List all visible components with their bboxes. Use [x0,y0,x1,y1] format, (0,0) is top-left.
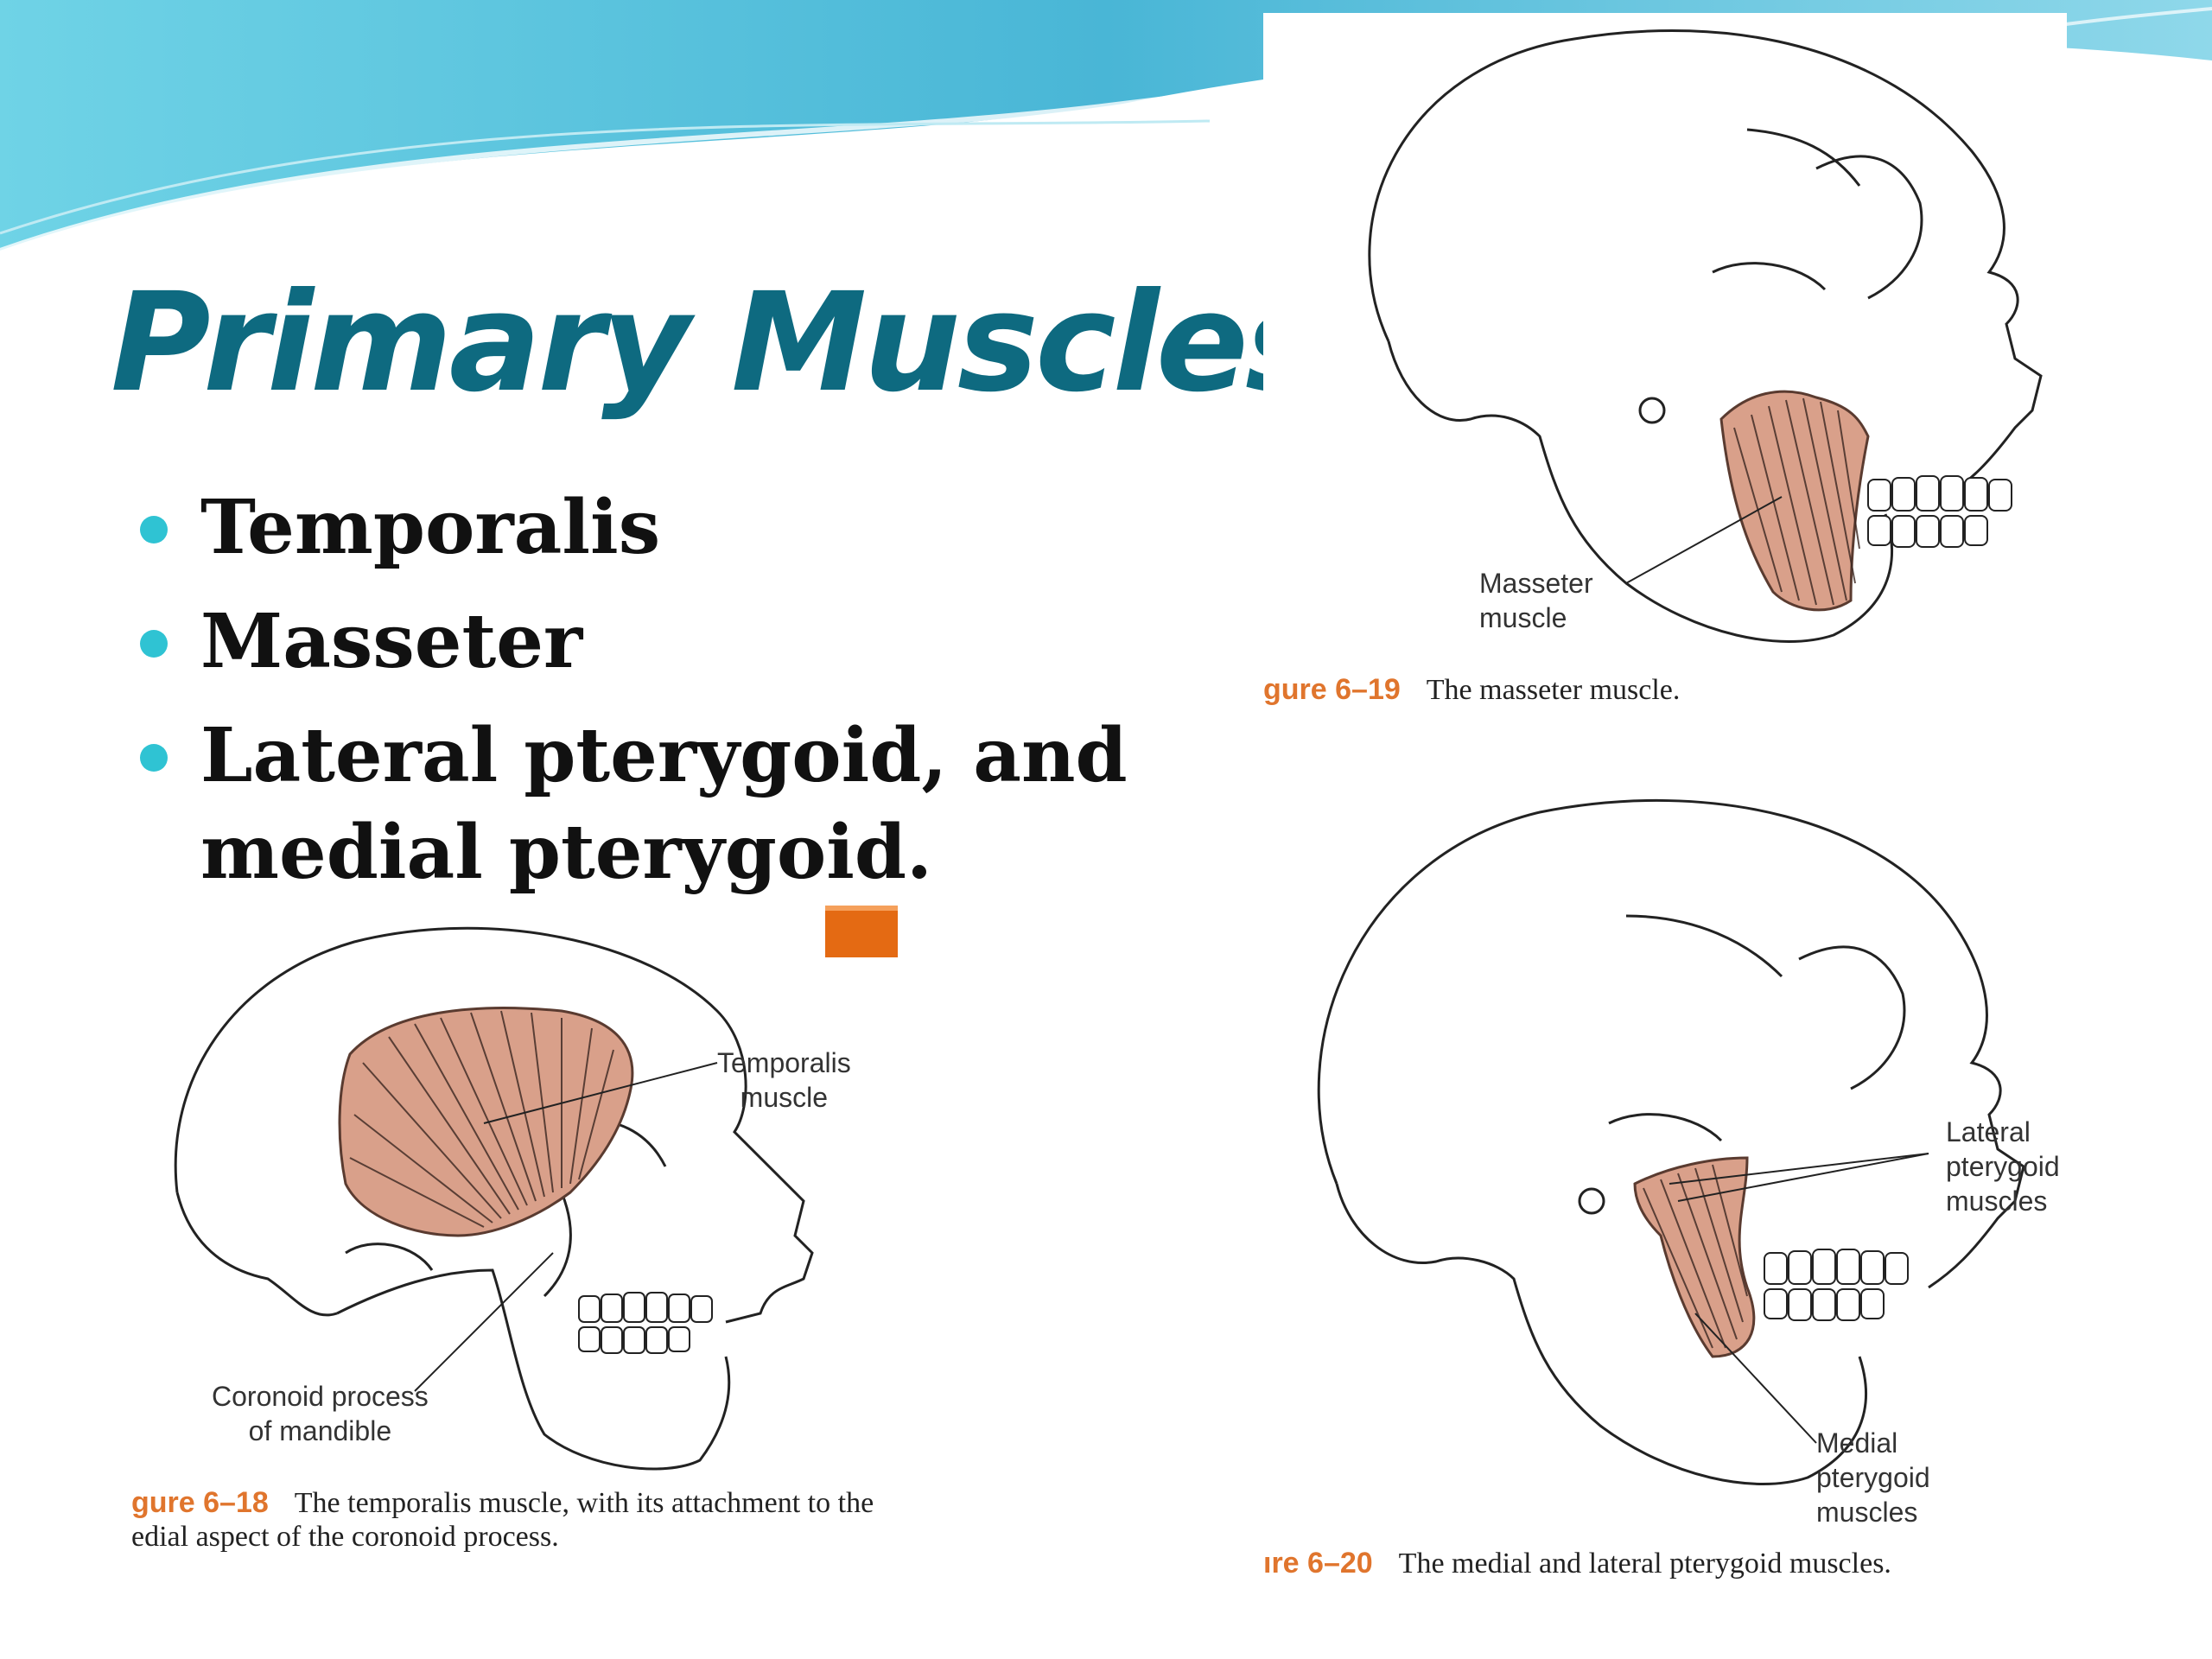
caption-figure-6-20: ıre 6–20 The medial and lateral pterygoid… [1263,1547,1891,1580]
figure-masseter: Masseter muscle gure 6–19 The masseter mu… [1263,13,2067,739]
figure-temporalis: Temporalis muscle Coronoid process of ma… [130,907,899,1564]
label-temporalis-muscle: Temporalis muscle [717,1047,851,1113]
bullet-text: Lateral pterygoid, and medial pterygoid. [200,712,1128,896]
caption-text: The medial and lateral pterygoid muscles… [1398,1548,1891,1580]
bullet-text: Masseter [200,598,583,685]
label-lateral-pterygoid: Lateral pterygoid muscles [1946,1116,2060,1217]
caption-number: ıre 6–20 [1263,1547,1373,1580]
bullet-dot-icon [140,744,168,772]
caption-line1: The temporalis muscle, with its attachme… [294,1487,874,1519]
bullet-item-temporalis: Temporalis [138,480,1210,576]
skull-temporalis-illustration [174,926,814,1471]
bullet-item-masseter: Masseter [138,594,1210,690]
orange-marker [825,906,898,957]
caption-figure-6-19: gure 6–19 The masseter muscle. [1263,673,1680,707]
figure-pterygoid: Lateral pterygoid muscles Medial pterygo… [1263,752,2080,1616]
bullet-dot-icon [140,630,168,658]
bullet-text: Temporalis [200,484,661,571]
label-masseter-muscle: Masseter muscle [1479,568,1593,633]
skull-masseter-illustration [1368,29,2043,643]
bullet-list: Temporalis Masseter Lateral pterygoid, a… [138,480,1210,918]
bullet-item-pterygoid: Lateral pterygoid, and medial pterygoid. [138,708,1210,901]
slide-title: Primary Muscles [111,264,1326,423]
bullet-dot-icon [140,516,168,543]
caption-text: The masseter muscle. [1426,674,1681,706]
caption-number: gure 6–18 [131,1486,269,1519]
label-medial-pterygoid: Medial pterygoid muscles [1816,1427,1930,1528]
caption-number: gure 6–19 [1263,673,1401,706]
caption-figure-6-18-line2: edial aspect of the coronoid process. [131,1521,559,1553]
caption-figure-6-18: gure 6–18 The temporalis muscle, with its… [131,1486,874,1520]
label-coronoid-process: Coronoid process of mandible [212,1381,429,1446]
skull-pterygoid-illustration [1317,799,2025,1485]
